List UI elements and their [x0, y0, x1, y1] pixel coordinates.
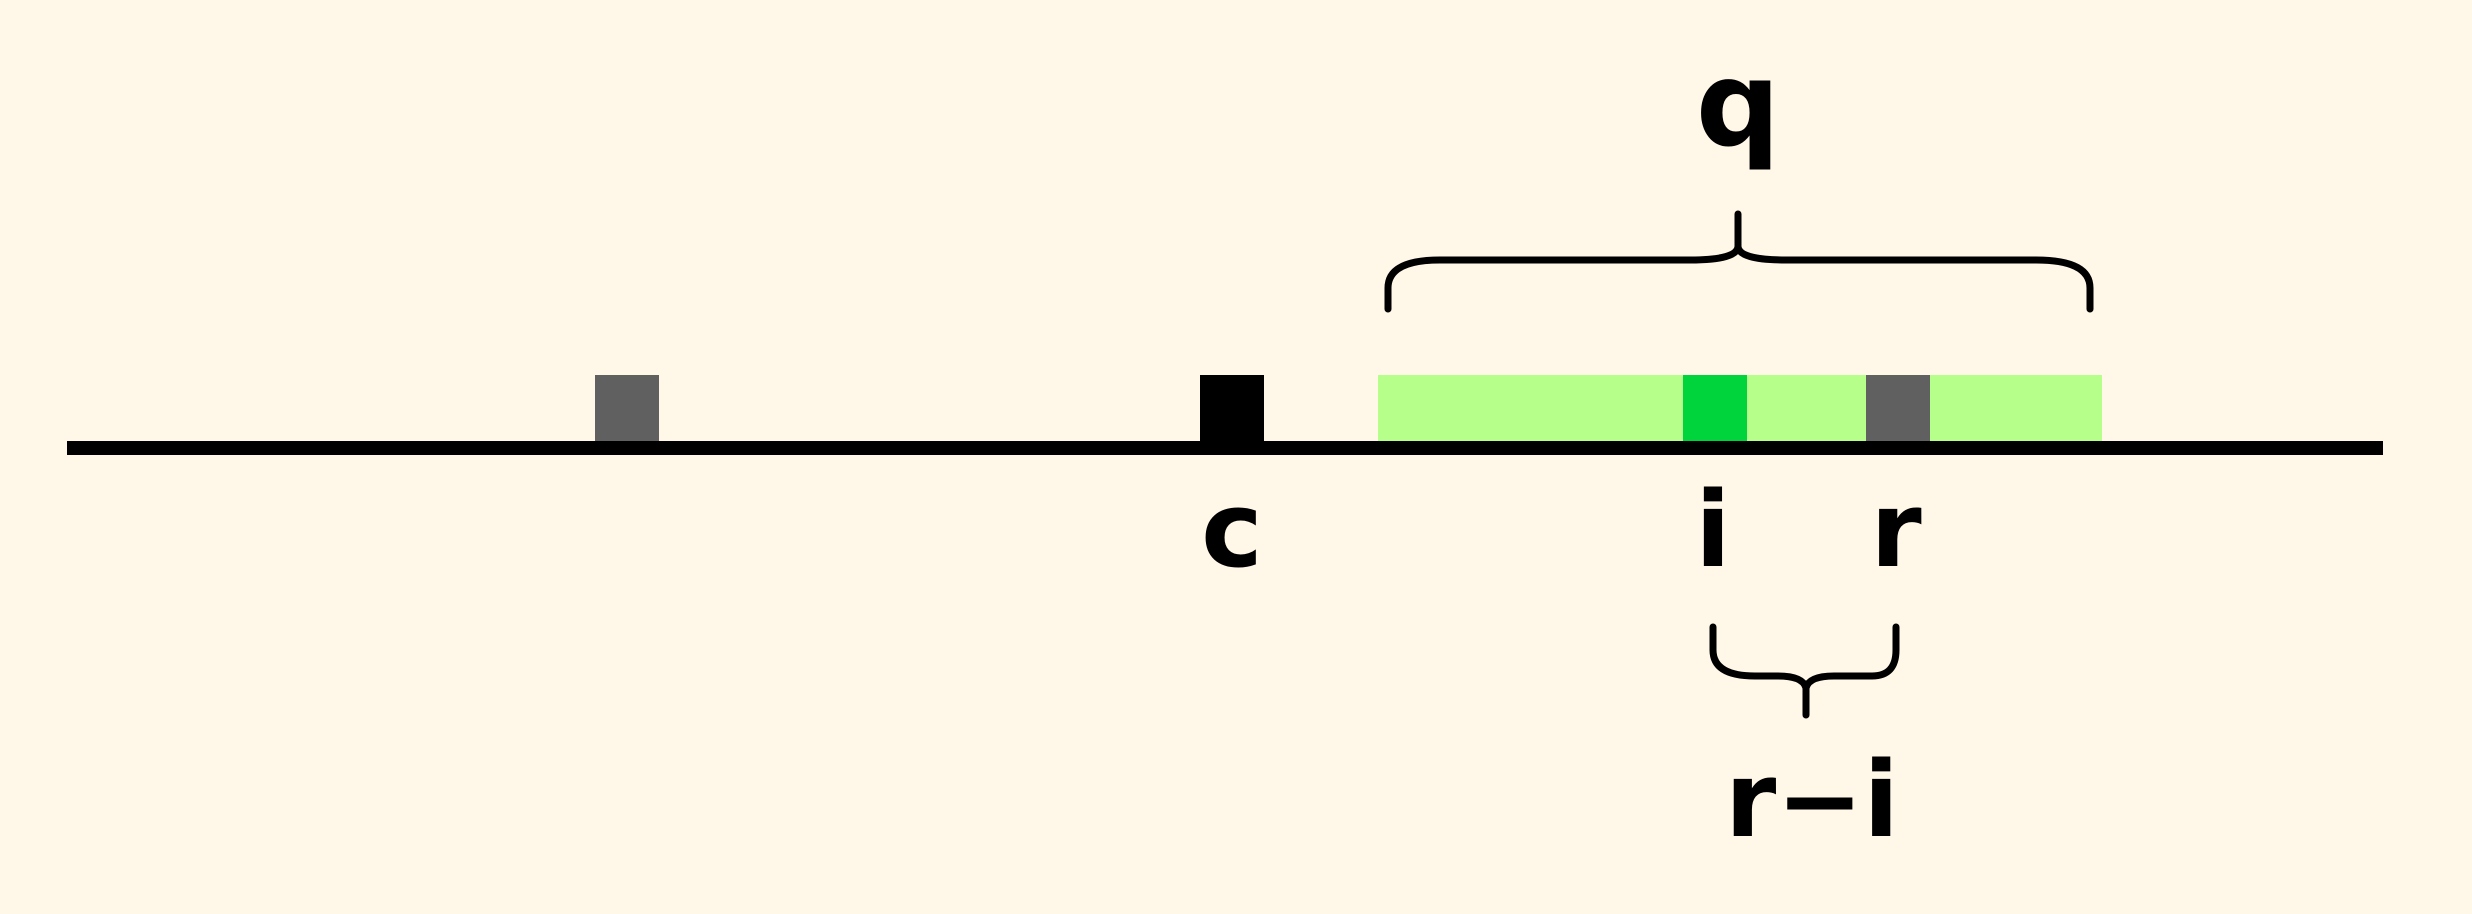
- gray-marker-left: [595, 375, 659, 443]
- gray-marker-r: [1866, 375, 1930, 443]
- top-brace: [1384, 210, 2094, 313]
- label-c: c: [1201, 469, 1263, 591]
- label-i: i: [1695, 469, 1731, 591]
- label-r-minus-i: r−i: [1725, 739, 1899, 861]
- axis-line: [67, 441, 2383, 455]
- current-marker-c: [1200, 375, 1264, 443]
- bottom-brace: [1709, 623, 1900, 719]
- label-q: q: [1696, 35, 1780, 173]
- index-marker-i: [1683, 375, 1747, 443]
- label-r: r: [1870, 469, 1921, 591]
